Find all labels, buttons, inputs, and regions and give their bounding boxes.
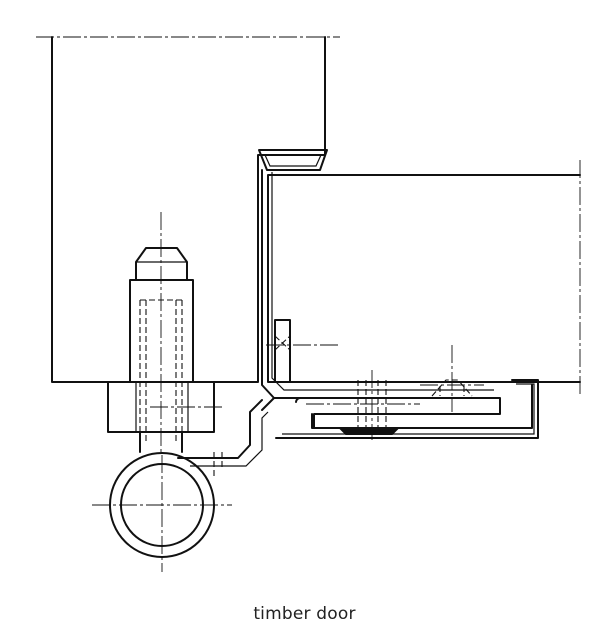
leaf-outer-return: [275, 379, 539, 439]
leaf-flange-inner: [271, 172, 494, 391]
seal-profile-inner: [264, 154, 322, 167]
hinge-arm-outer: [261, 397, 275, 411]
adjustment-screw-head: [135, 247, 188, 281]
barrel-arm-hidden: [213, 452, 223, 478]
diagram-caption: timber door: [253, 604, 356, 624]
leaf-outer-return-inner: [282, 383, 535, 435]
seal-profile: [258, 149, 328, 171]
hinge-arm: [177, 399, 263, 459]
leaf-flange: [261, 169, 533, 429]
leaf-plate-lower: [311, 413, 403, 429]
hinge-arm-inner: [190, 411, 269, 467]
screw-hidden-lines: [139, 299, 183, 444]
countersink-black: [339, 427, 399, 435]
leaf-pin-plate: [274, 319, 291, 383]
adjustment-screw-body: [129, 279, 194, 383]
door-frame-outline: [51, 36, 326, 383]
spindle: [139, 431, 183, 453]
door-leaf-outline: [267, 174, 581, 383]
leaf-pin-hidden: [274, 335, 291, 351]
